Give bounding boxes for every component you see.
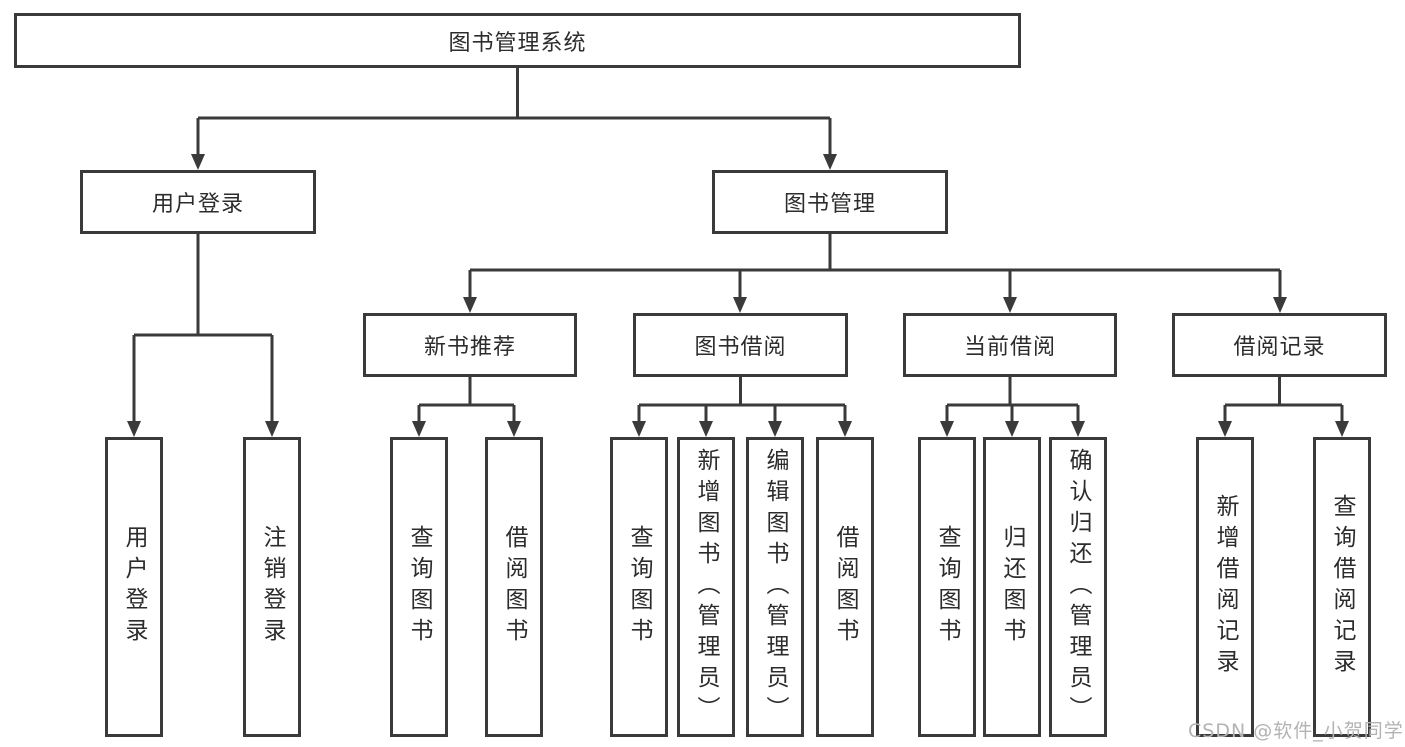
leaf-return-books: 归还图书: [983, 437, 1041, 737]
node-book-borrowing: 图书借阅: [633, 313, 848, 377]
leaf-query-books-2: 查询图书: [610, 437, 668, 737]
connector-records-children: [1223, 377, 1344, 423]
leaf-add-borrow-record: 新增借阅记录: [1196, 437, 1254, 737]
node-user-login: 用户登录: [80, 170, 316, 234]
leaf-user-login: 用户登录: [105, 437, 163, 737]
arrow-down-icon: [412, 421, 426, 437]
node-borrowing-records: 借阅记录: [1172, 313, 1387, 377]
watermark: CSDN @软件_小贺同学: [1188, 720, 1404, 742]
arrowheads: [127, 154, 1349, 437]
node-current-borrowing: 当前借阅: [903, 313, 1117, 377]
connector-borrowing-children: [637, 377, 847, 423]
leaf-borrow-books-1: 借阅图书: [485, 437, 543, 737]
arrow-down-icon: [632, 421, 646, 437]
arrow-down-icon: [507, 421, 521, 437]
arrow-down-icon: [463, 297, 477, 313]
leaf-query-books-3: 查询图书: [918, 437, 976, 737]
arrow-down-icon: [838, 421, 852, 437]
arrow-down-icon: [1335, 421, 1349, 437]
arrow-down-icon: [1003, 297, 1017, 313]
leaf-confirm-return-admin: 确认归还（管理员）: [1049, 437, 1107, 737]
connector-current-children: [945, 377, 1080, 423]
arrow-down-icon: [1218, 421, 1232, 437]
arrow-down-icon: [1071, 421, 1085, 437]
arrow-down-icon: [940, 421, 954, 437]
arrow-down-icon: [699, 421, 713, 437]
node-library-management-system: 图书管理系统: [14, 13, 1021, 68]
arrow-down-icon: [191, 154, 205, 170]
leaf-query-borrow-record: 查询借阅记录: [1313, 437, 1371, 737]
connector-book-management-children: [468, 234, 1282, 299]
arrow-down-icon: [768, 421, 782, 437]
leaf-query-books-1: 查询图书: [390, 437, 448, 737]
arrow-down-icon: [733, 297, 747, 313]
arrow-down-icon: [265, 421, 279, 437]
node-book-management: 图书管理: [712, 170, 948, 234]
node-new-book-recommend: 新书推荐: [363, 313, 577, 377]
arrow-down-icon: [1273, 297, 1287, 313]
connector-user-login-children: [132, 234, 274, 423]
leaf-borrow-books-2: 借阅图书: [816, 437, 874, 737]
arrow-down-icon: [127, 421, 141, 437]
leaf-edit-books-admin: 编辑图书（管理员）: [746, 437, 804, 737]
leaf-logout: 注销登录: [243, 437, 301, 737]
connector-root-to-level2: [196, 68, 832, 156]
arrow-down-icon: [823, 154, 837, 170]
connector-recommend-children: [417, 377, 516, 423]
arrow-down-icon: [1005, 421, 1019, 437]
leaf-add-books-admin: 新增图书（管理员）: [677, 437, 735, 737]
